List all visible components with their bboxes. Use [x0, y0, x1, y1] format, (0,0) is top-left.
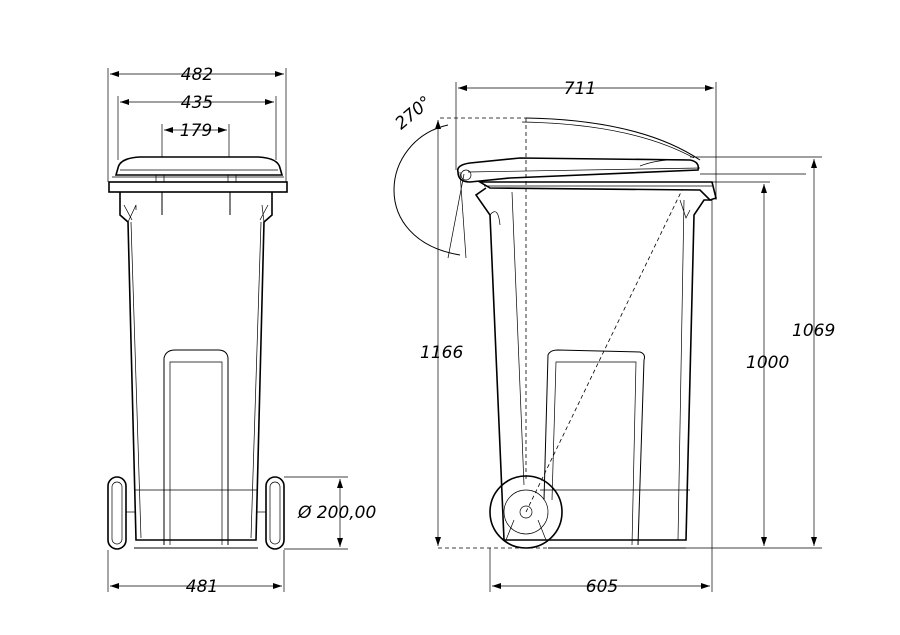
dim-1166-label: 1166 [420, 343, 463, 363]
dim-wheel-diameter-label: Ø 200,00 [297, 503, 376, 523]
front-lid-rim [108, 181, 288, 193]
dim-711-label: 711 [564, 79, 596, 99]
dim-435-label: 435 [181, 93, 213, 113]
dim-482-label: 482 [181, 65, 213, 85]
dim-1069-label: 1069 [792, 321, 835, 341]
front-wheel-right [265, 476, 285, 550]
front-lid-outline [114, 156, 284, 176]
dim-179-label: 179 [180, 121, 212, 141]
side-lid-closed [456, 157, 700, 183]
side-view: 270° 711 1166 1000 1069 605 [391, 79, 835, 597]
front-body-outline [119, 192, 273, 541]
side-lid-swing-arc [393, 124, 461, 256]
side-body-outline [474, 187, 712, 541]
dim-270-label: 270° [391, 92, 435, 134]
side-handle-recess [543, 349, 645, 546]
side-lid-open-arc [525, 117, 701, 161]
front-wheel-left [107, 476, 127, 550]
dim-605-label: 605 [586, 577, 618, 597]
front-handle-recess [163, 349, 229, 545]
side-wheel [489, 475, 563, 549]
front-view: 482 435 179 481 Ø 200,00 [107, 65, 376, 597]
dim-1000-label: 1000 [746, 353, 789, 373]
dim-481-label: 481 [186, 577, 218, 597]
